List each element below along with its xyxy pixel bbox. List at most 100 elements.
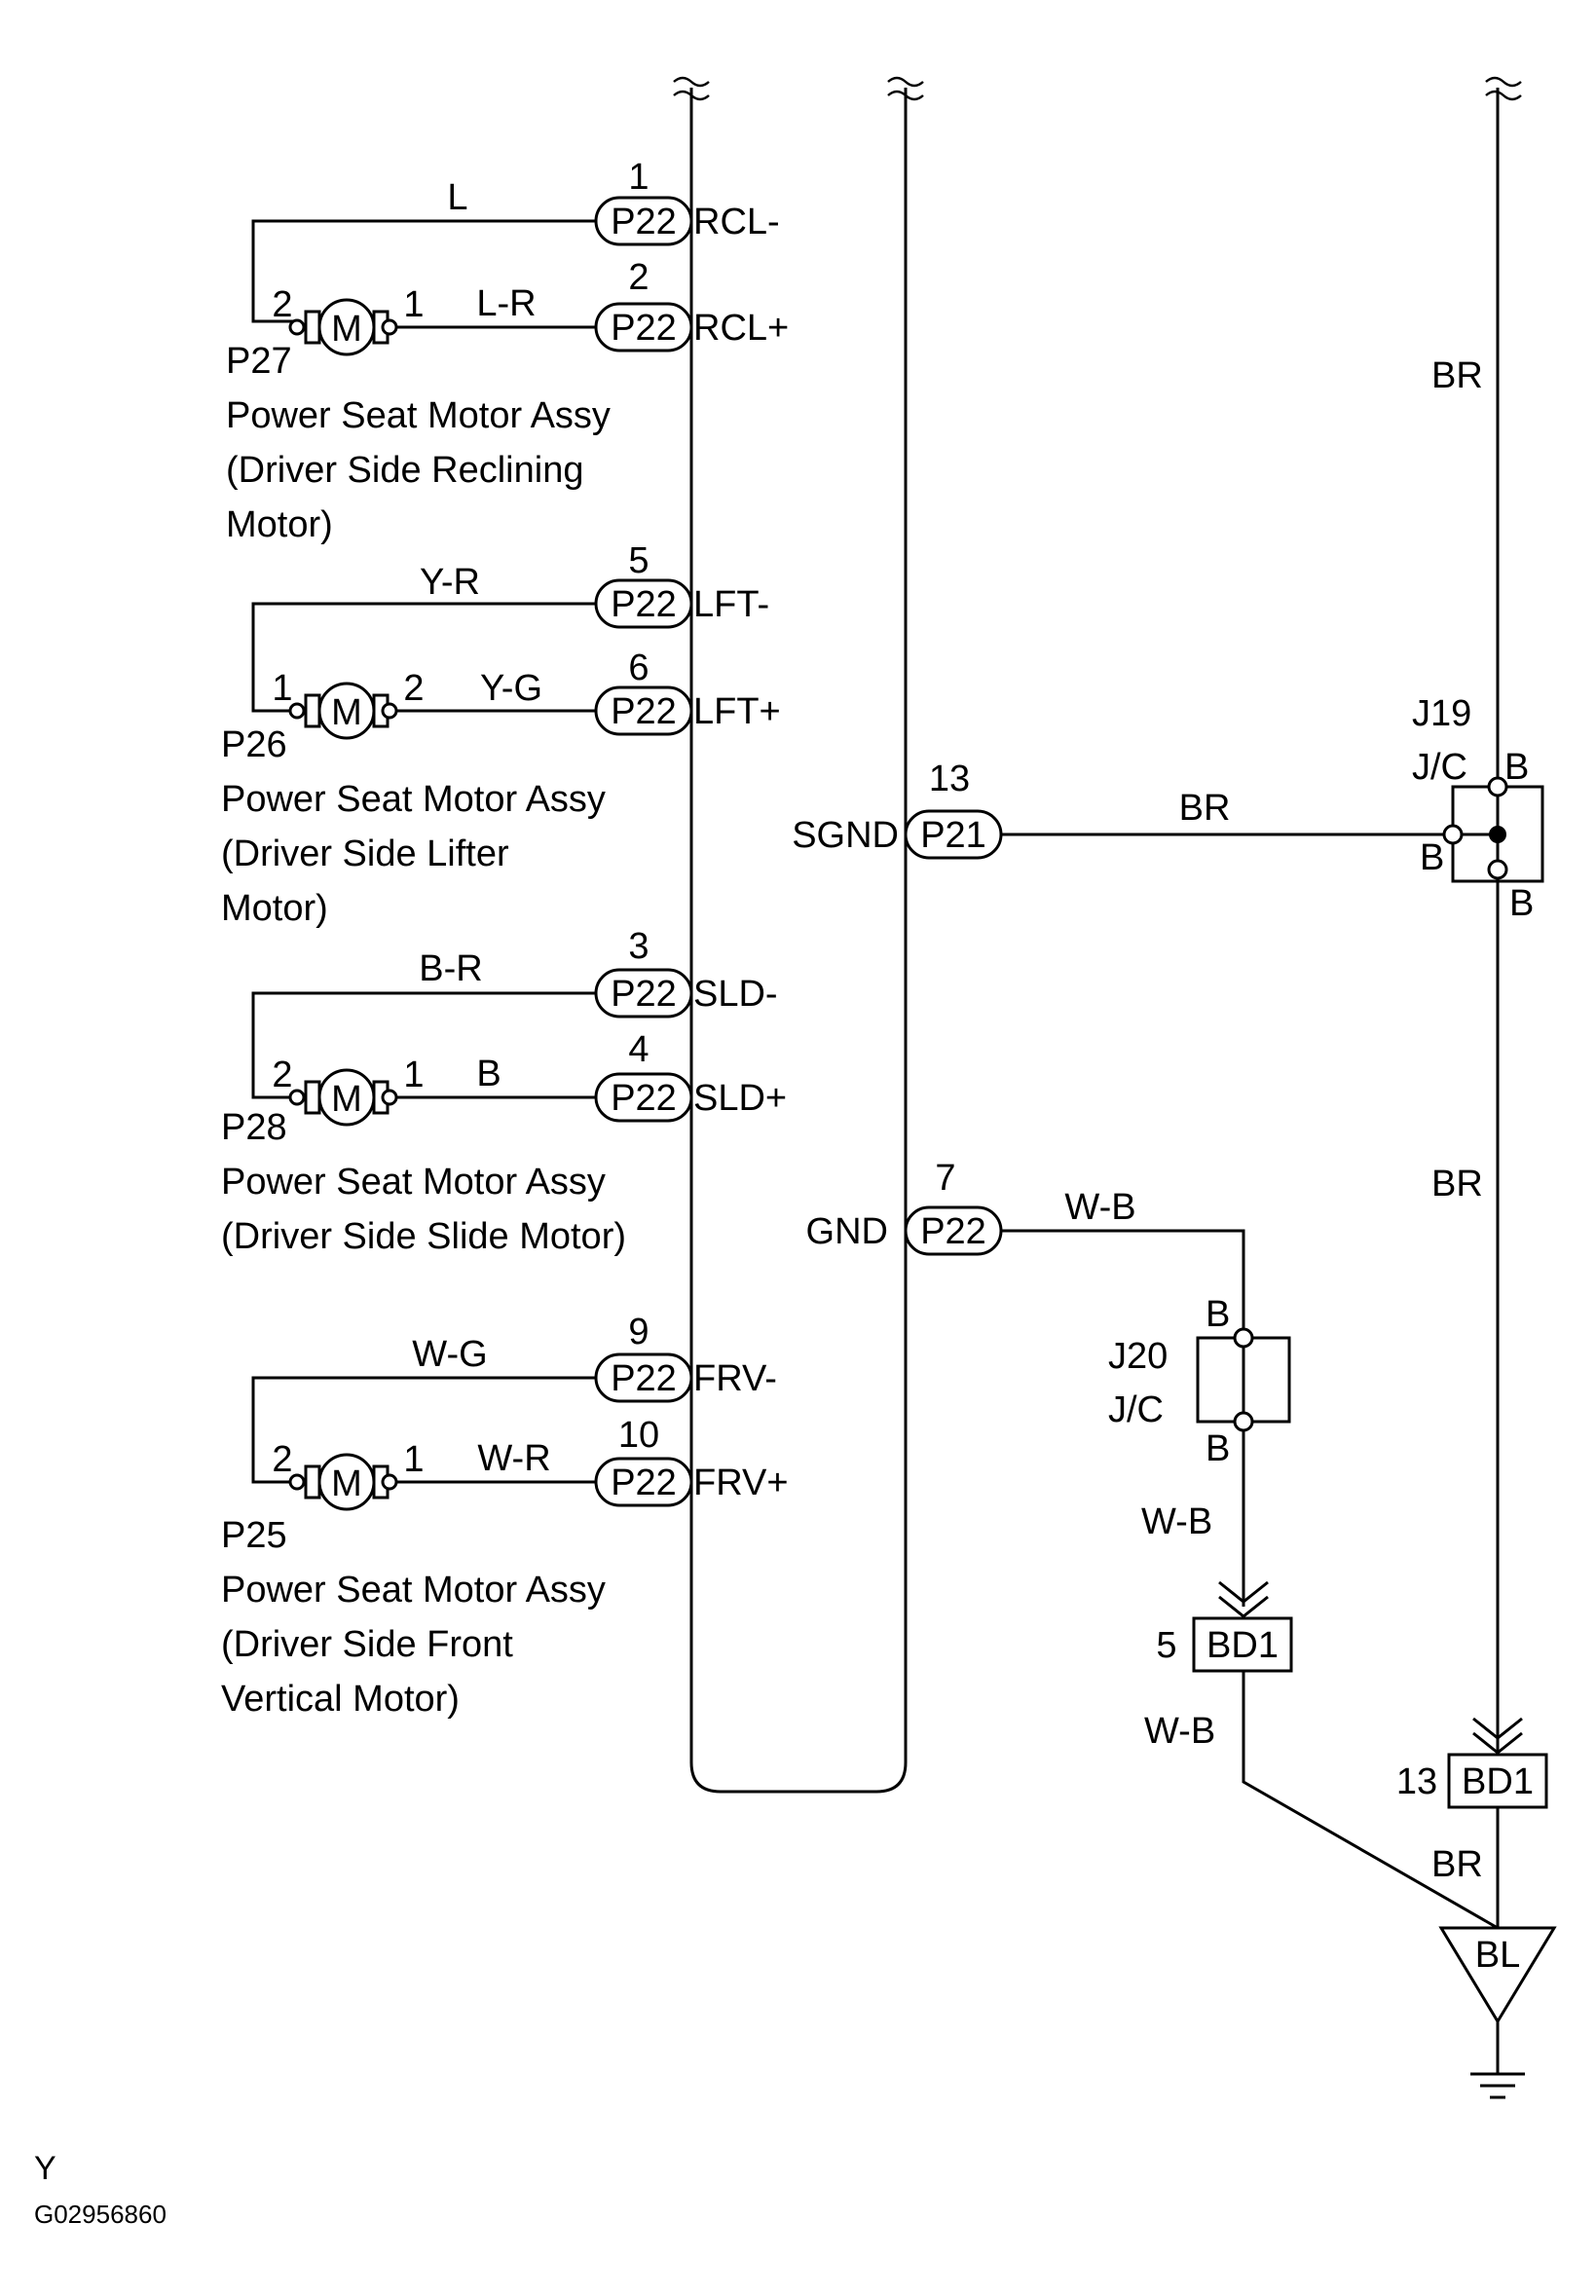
motor-pin-left: 2 [272,1055,292,1095]
signal-label: GND [806,1211,888,1252]
ground-icon [1470,2021,1525,2099]
conn-label: P22 [611,584,677,625]
wire-color-label: W-B [1144,1711,1215,1752]
motor-ref: P25 [221,1515,287,1556]
break-mark-right [1485,76,1522,101]
connector-p22-pin1 [594,196,693,246]
motor-pin-right: 1 [403,1055,424,1095]
signal-label: SLD+ [693,1078,787,1119]
pin-number: 2 [628,257,649,298]
motor-pin-right: 1 [403,284,424,325]
motor-symbol: M [331,1463,362,1504]
motor-symbol: M [331,1079,362,1120]
wire-color-label: W-B [1141,1501,1212,1542]
pin-number: 5 [1156,1625,1176,1666]
motor-pin-left: 1 [272,668,292,709]
wire-color-label: L [447,177,467,218]
j19-type: J/C [1412,747,1467,788]
junction-j20: B B J20 J/C [1108,1294,1291,1469]
conn-label: P22 [611,308,677,349]
motor-symbol: M [331,692,362,733]
connector-p22-pin10 [594,1457,693,1507]
motor-name-line3: Motor) [221,888,328,929]
connector-p22-pin4 [594,1072,693,1123]
ground-point: BL [1438,1926,1557,2099]
motor-pin-left: 2 [272,284,292,325]
signal-label: SLD- [693,974,778,1015]
gnd-circuit: P22 7 GND W-B [806,1158,1245,1334]
j20-pin-bottom: B [1206,1428,1230,1469]
signal-label: LFT+ [693,691,781,732]
wire-color-label: BR [1179,788,1231,829]
wire-color-label: Y-R [420,562,480,603]
wire-color-label: BR [1431,355,1483,396]
break-mark-center [887,76,924,101]
motor-pin-left: 2 [272,1439,292,1480]
signal-label: LFT- [693,584,769,625]
pin-number: 5 [628,540,649,581]
footer-code-id: G02956860 [34,2200,167,2229]
j19-pin-bottom: B [1509,883,1534,924]
footer-code-y: Y [34,2150,56,2187]
wire-color-label: B [476,1054,501,1094]
wire-color-label: BR [1431,1164,1483,1204]
motor-name-line3: Vertical Motor) [221,1679,460,1720]
pin-number: 6 [628,648,649,688]
j19-pin-left: B [1420,837,1444,878]
connector-p22-pin3 [594,968,693,1018]
wire-w-b-gnd [1001,1229,1245,1334]
j19-pin-top: B [1504,747,1529,788]
motor-name-line1: Power Seat Motor Assy [221,1162,606,1203]
pin-number: 13 [929,759,970,799]
motor-name-line2: (Driver Side Slide Motor) [221,1216,626,1257]
conn-label: P22 [611,202,677,242]
j19-ref: J19 [1412,693,1471,734]
signal-label: RCL+ [693,308,789,349]
motor-name-line1: Power Seat Motor Assy [221,1570,606,1611]
sgnd-circuit: P21 13 SGND BR [792,759,1453,860]
ecu-bus-outline [689,88,908,1794]
connector-p22-pin6 [594,685,693,736]
motor-p26: P22 P22 5 6 LFT- LFT+ Y-R Y-G M 1 2 P26 … [221,540,781,929]
wire-color-label: W-R [477,1438,550,1479]
motor-p28: P22 P22 3 4 SLD- SLD+ B-R B M 2 1 P28 Po… [221,926,787,1257]
conn-label: P22 [611,1358,677,1399]
motor-p25: P22 P22 9 10 FRV- FRV+ W-G W-R M 2 1 P25… [221,1312,789,1720]
conn-label: P22 [611,691,677,732]
wire-color-label: BR [1431,1844,1483,1885]
signal-label: FRV+ [693,1463,789,1503]
motor-symbol: M [331,309,362,350]
wire-b-r [251,991,596,1099]
pin-number: 13 [1396,1761,1437,1802]
connector-p22-pin2 [594,302,693,352]
motor-pin-right: 2 [403,668,424,709]
conn-label: BD1 [1206,1625,1279,1666]
j20-ref: J20 [1108,1336,1168,1377]
ground-triangle [1438,1926,1557,2024]
pin-number: 4 [628,1029,649,1070]
wire-color-label: W-G [412,1334,487,1375]
wire-color-label: B-R [419,948,482,989]
signal-label: FRV- [693,1358,777,1399]
connector-p22-pin9 [594,1352,693,1403]
wire-l [251,219,596,323]
conn-label: P22 [920,1211,986,1252]
signal-label: SGND [792,815,899,856]
conn-label: P22 [611,1078,677,1119]
motor-name-line1: Power Seat Motor Assy [226,395,611,436]
wire-w-g [251,1376,596,1484]
pin-number: 7 [935,1158,955,1199]
conn-label: P22 [611,974,677,1015]
wire-color-label: Y-G [480,668,542,709]
pin-number: 9 [628,1312,649,1352]
motor-name-line3: Motor) [226,504,333,545]
conn-label: P22 [611,1463,677,1503]
ground-label: BL [1475,1935,1520,1976]
motor-ref: P27 [226,341,292,382]
motor-p27: P22 P22 1 2 RCL- RCL+ L L-R M 2 1 P27 Po… [226,157,789,545]
motor-name-line2: (Driver Side Lifter [221,833,509,874]
motor-pin-right: 1 [403,1439,424,1480]
wire-color-label: L-R [476,283,536,324]
j20-type: J/C [1108,1389,1164,1430]
